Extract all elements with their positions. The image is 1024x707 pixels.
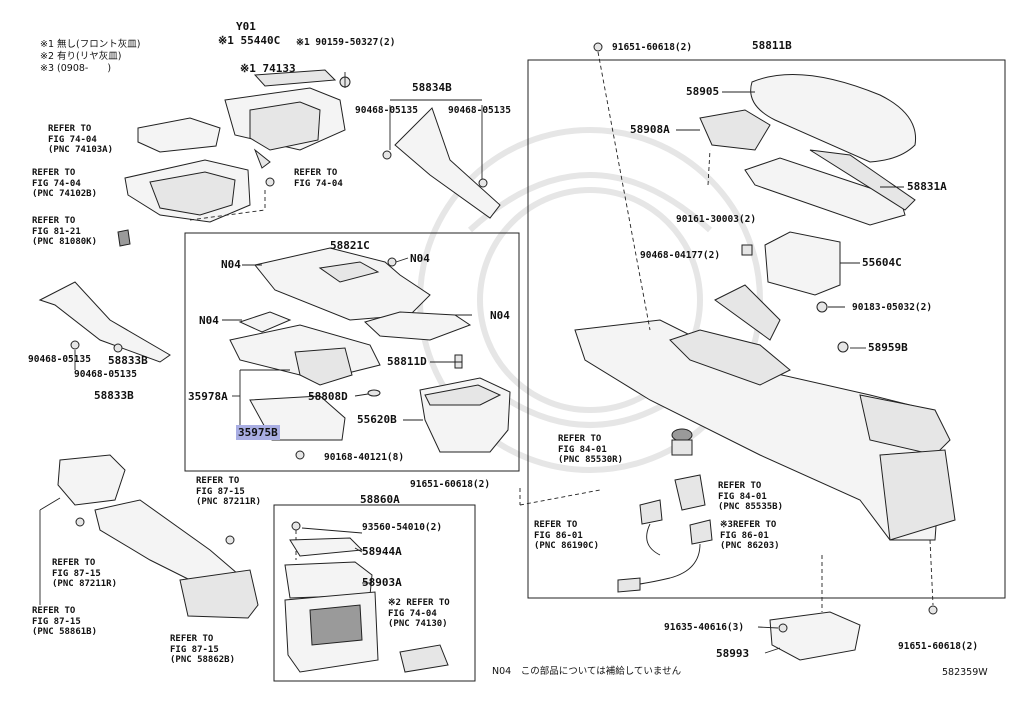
part-label-58833B-title[interactable]: 58833B — [94, 389, 134, 402]
part-label-35975B[interactable]: 35975B — [236, 425, 280, 440]
part-label-58959B[interactable]: 58959B — [868, 341, 908, 354]
rear-vent-parts — [284, 521, 449, 673]
part-label-91651-60618-bottom[interactable]: 91651-60618(2) — [898, 641, 979, 652]
diagram-id: 582359W — [942, 667, 988, 678]
note-2: ※2 有り(リヤ灰皿) — [40, 51, 122, 62]
part-label-90168-40121[interactable]: 90168-40121(8) — [324, 452, 405, 463]
part-label-35978A[interactable]: 35978A — [188, 390, 228, 403]
part-label-190159-50327[interactable]: ※1 90159-50327(2) — [296, 37, 396, 48]
part-label-N04-c[interactable]: N04 — [199, 314, 219, 327]
part-label-58811B[interactable]: 58811B — [752, 39, 792, 52]
rear-duct-drawing — [39, 454, 259, 619]
ashtray-assembly-drawing — [117, 69, 351, 247]
group-box-58821C — [184, 232, 520, 472]
part-label-58905[interactable]: 58905 — [686, 85, 720, 98]
part-label-90468-05135-a[interactable]: 90468-05135 — [355, 105, 418, 116]
part-label-90183-05032[interactable]: 90183-05032(2) — [852, 302, 933, 313]
part-label-N04-a[interactable]: N04 — [221, 258, 241, 271]
part-label-58833B[interactable]: 58833B — [108, 354, 148, 367]
group-box-58860A — [273, 504, 476, 682]
part-label-58808D[interactable]: 58808D — [308, 390, 348, 403]
part-label-58993[interactable]: 58993 — [716, 647, 750, 660]
part-label-55604C[interactable]: 55604C — [862, 256, 902, 269]
shift-bezel-parts — [229, 247, 511, 460]
part-label-93560-54010[interactable]: 93560-54010(2) — [362, 522, 443, 533]
footnote-N04: N04 この部品については補給していません — [492, 666, 682, 677]
trim-panel-58833B — [38, 281, 171, 370]
part-label-91651-60618-mid[interactable]: 91651-60618(2) — [410, 479, 491, 490]
part-label-174133[interactable]: ※1 74133 — [240, 62, 296, 75]
console-box-parts — [519, 42, 956, 661]
part-label-155440C[interactable]: ※1 55440C — [218, 34, 281, 47]
part-label-58903A[interactable]: 58903A — [362, 576, 402, 589]
part-label-55620B[interactable]: 55620B — [357, 413, 397, 426]
note-1: ※1 無し(フロント灰皿) — [40, 39, 141, 50]
part-label-58821C[interactable]: 58821C — [330, 239, 370, 252]
leader-lines — [222, 91, 904, 654]
part-label-Y01[interactable]: Y01 — [236, 20, 256, 33]
part-label-58834B[interactable]: 58834B — [412, 81, 452, 94]
part-label-N04-b[interactable]: N04 — [410, 252, 430, 265]
part-label-90161-30003[interactable]: 90161-30003(2) — [676, 214, 757, 225]
part-label-58860A[interactable]: 58860A — [360, 493, 400, 506]
part-label-58831A[interactable]: 58831A — [907, 180, 947, 193]
trim-panel-58834B — [382, 99, 501, 219]
part-label-58811D[interactable]: 58811D — [387, 355, 427, 368]
part-label-91635-40616[interactable]: 91635-40616(3) — [664, 622, 745, 633]
part-label-90468-04177[interactable]: 90468-04177(2) — [640, 250, 721, 261]
part-label-90468-05135-c[interactable]: 90468-05135 — [28, 354, 91, 365]
part-label-91651-60618-top[interactable]: 91651-60618(2) — [612, 42, 693, 53]
part-label-N04-d[interactable]: N04 — [490, 309, 510, 322]
group-box-58811B — [527, 59, 1006, 599]
part-label-90468-05135-d[interactable]: 90468-05135 — [74, 369, 137, 380]
part-label-90468-05135-b[interactable]: 90468-05135 — [448, 105, 511, 116]
note-3: ※3 (0908- ) — [40, 63, 112, 74]
part-label-58944A[interactable]: 58944A — [362, 545, 402, 558]
part-label-58908A[interactable]: 58908A — [630, 123, 670, 136]
